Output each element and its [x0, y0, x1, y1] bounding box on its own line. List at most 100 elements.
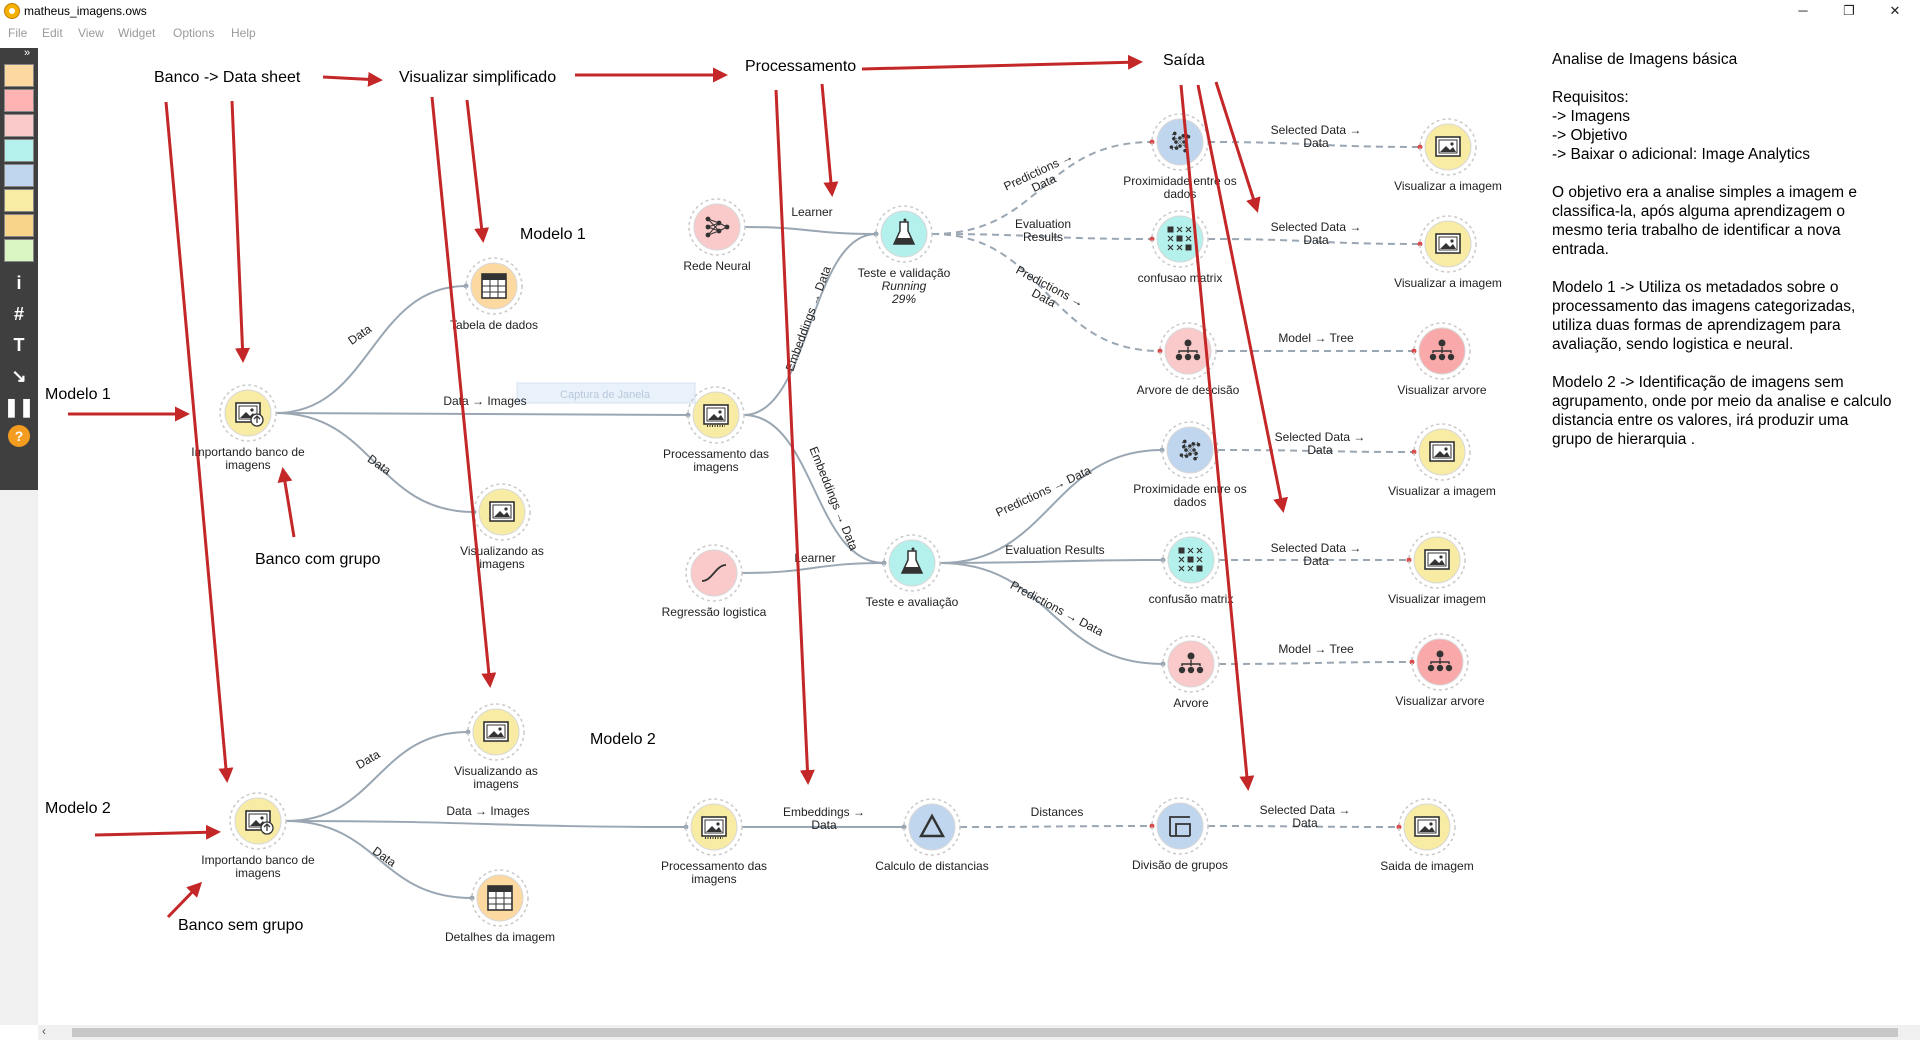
pause-tool-button[interactable]: ❚❚	[3, 397, 35, 417]
annotation-text[interactable]: Banco com grupo	[255, 551, 381, 568]
widget-node-table2[interactable]: Detalhes da imagem	[445, 869, 555, 944]
annotation-arrow[interactable]	[1196, 84, 1289, 513]
minimize-button[interactable]: ─	[1798, 3, 1808, 18]
link-embed2-dist[interactable]: Embeddings →Data	[742, 805, 907, 832]
evaluate-category-button[interactable]	[4, 139, 34, 162]
link-prox1-iv1[interactable]: Selected Data →Data	[1207, 123, 1423, 150]
annotation-text[interactable]: Modelo 2	[45, 800, 111, 817]
annotation-arrow[interactable]	[820, 83, 839, 197]
menu-options[interactable]: Options	[173, 26, 215, 40]
link-prox2-iv3[interactable]: Selected Data →Data	[1217, 430, 1417, 457]
widget-node-dist[interactable]: Calculo de distancias	[875, 798, 989, 873]
link-import2-embed2[interactable]: Data → Images	[285, 804, 689, 830]
link-logreg-test2[interactable]: Learner	[741, 551, 887, 574]
link-cm1-iv2[interactable]: Selected Data →Data	[1207, 220, 1423, 247]
annotation-text[interactable]: Modelo 1	[520, 226, 586, 243]
scroll-left-icon[interactable]: ‹	[42, 1024, 46, 1038]
annotation-text[interactable]: Modelo 1	[45, 386, 111, 403]
widget-node-nn[interactable]: Rede Neural	[683, 198, 751, 273]
link-import1-viewer1[interactable]: Data	[275, 412, 477, 515]
link-import1-embed1[interactable]: Data → Images	[275, 394, 691, 418]
link-test1-tree1[interactable]: Predictions →Data	[931, 233, 1163, 354]
widget-node-tv2[interactable]: Visualizar arvore	[1395, 633, 1485, 708]
info-tool-button[interactable]: i	[16, 273, 22, 293]
widget-node-iv5[interactable]: Saida de imagem	[1380, 798, 1474, 873]
annotation-text[interactable]: Visualizar simplificado	[399, 69, 556, 86]
link-tree1-tv1[interactable]: Model → Tree	[1215, 331, 1417, 354]
widget-node-cm1[interactable]: confusao matrix	[1138, 210, 1223, 285]
annotation-arrow[interactable]	[1214, 81, 1261, 213]
link-hc-iv5[interactable]: Selected Data →Data	[1207, 803, 1402, 830]
annotation-text[interactable]: Banco -> Data sheet	[154, 69, 301, 86]
annotation-arrow[interactable]	[277, 467, 296, 538]
visualize-category-button[interactable]	[4, 89, 34, 112]
widget-node-test2[interactable]: Teste e avaliação	[866, 534, 959, 609]
link-cm2-iv4[interactable]: Selected Data →Data	[1219, 541, 1412, 568]
link-test2-cm2[interactable]: Evaluation Results	[939, 543, 1166, 564]
close-button[interactable]: ✕	[1889, 3, 1901, 18]
annotation-text[interactable]: Saída	[1163, 52, 1205, 69]
widget-node-hc[interactable]: Divisão de grupos	[1132, 797, 1228, 872]
annotation-arrow[interactable]	[861, 54, 1143, 71]
link-dist-hc[interactable]: Distances	[959, 805, 1155, 829]
prototypes-category-button[interactable]	[4, 239, 34, 262]
menu-edit[interactable]: Edit	[42, 26, 63, 40]
annotation-arrow[interactable]	[465, 99, 490, 243]
widget-node-iv1[interactable]: Visualizar a imagem	[1394, 118, 1502, 193]
widget-node-tree2[interactable]: Arvore	[1162, 635, 1220, 710]
text-tool-button[interactable]: T	[13, 335, 25, 355]
collapse-toolbox-button[interactable]: »	[24, 47, 31, 59]
link-tree2-tv2[interactable]: Model → Tree	[1218, 642, 1415, 665]
widget-node-table1[interactable]: Tabela de dados	[450, 257, 538, 332]
annotation-arrow[interactable]	[164, 101, 234, 783]
widget-node-iv3[interactable]: Visualizar a imagem	[1388, 423, 1496, 498]
maximize-button[interactable]: ❐	[1843, 3, 1855, 18]
annotation-arrow[interactable]	[230, 100, 250, 363]
widget-node-iv4[interactable]: Visualizar imagem	[1388, 531, 1486, 606]
link-nn-test1[interactable]: Learner	[744, 205, 879, 237]
horizontal-scrollbar[interactable]: ‹	[38, 1024, 1920, 1040]
widget-node-cm2[interactable]: confusão matrix	[1149, 531, 1234, 606]
link-import2-viewer2[interactable]: Data	[285, 729, 471, 822]
menu-view[interactable]: View	[78, 26, 104, 40]
menu-help[interactable]: Help	[231, 26, 256, 40]
annotation-text[interactable]: Banco sem grupo	[178, 917, 304, 934]
link-embed1-test1[interactable]: Embeddings → Data	[743, 231, 879, 416]
annotation-arrow[interactable]	[1179, 84, 1255, 791]
link-embed1-test2[interactable]: Embeddings → Data	[743, 414, 887, 566]
arrow-tool-button[interactable]: ↘	[11, 366, 27, 386]
annotation-text[interactable]: Modelo 2	[590, 731, 656, 748]
help-tool-button[interactable]: ?	[8, 425, 30, 447]
annotation-arrow[interactable]	[430, 96, 497, 688]
grid-tool-button[interactable]: #	[13, 304, 24, 324]
data-category-button[interactable]	[4, 64, 34, 87]
link-import1-table1[interactable]: Data	[275, 283, 469, 414]
scrollbar-thumb[interactable]	[72, 1028, 1898, 1037]
widget-node-tv1[interactable]: Visualizar arvore	[1397, 322, 1487, 397]
unsupervised-category-button[interactable]	[4, 164, 34, 187]
menu-file[interactable]: File	[8, 26, 28, 40]
image-analytics-category-button[interactable]	[4, 189, 34, 212]
notes-panel[interactable]: Analise de Imagens básica Requisitos: ->…	[1552, 50, 1892, 468]
model-category-button[interactable]	[4, 114, 34, 137]
widget-node-tree1[interactable]: Arvore de descisão	[1137, 322, 1240, 397]
widget-node-iv2[interactable]: Visualizar a imagem	[1394, 215, 1502, 290]
annotation-text[interactable]: Processamento	[745, 58, 856, 75]
link-test2-tree2[interactable]: Predictions → Data	[939, 562, 1166, 667]
annotation-arrow[interactable]	[774, 89, 815, 785]
education-category-button[interactable]	[4, 214, 34, 237]
annotation-arrow[interactable]	[94, 824, 221, 840]
widget-node-logreg[interactable]: Regressão logistica	[662, 544, 767, 619]
menu-widget[interactable]: Widget	[118, 26, 156, 40]
annotation-arrow[interactable]	[322, 71, 383, 87]
